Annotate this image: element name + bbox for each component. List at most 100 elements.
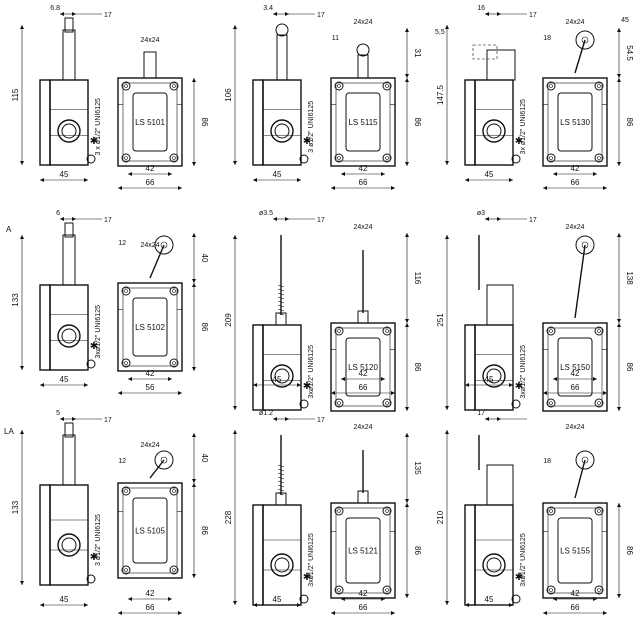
fixing-screw xyxy=(86,154,96,164)
square-24-label: 24x24 xyxy=(140,442,159,449)
screw-head xyxy=(124,289,128,293)
fixing-screw xyxy=(299,154,309,164)
actuator-height-label: 31 xyxy=(413,49,422,58)
cable-gland-inner xyxy=(274,368,290,384)
body-height-label: 86 xyxy=(625,546,634,555)
plunger-actuator xyxy=(62,29,76,81)
width-45-label: 45 xyxy=(60,595,69,604)
asterisk: ✱ xyxy=(303,381,311,392)
roller-hub xyxy=(581,36,589,44)
corner-screw xyxy=(121,153,131,163)
actuator-height-label: 135 xyxy=(413,461,422,475)
corner-screw xyxy=(594,398,604,408)
corner-screw xyxy=(382,398,392,408)
width-45-label: 45 xyxy=(273,595,282,604)
cable-gland-inner xyxy=(486,368,502,384)
width-66-label: 66 xyxy=(359,178,368,187)
corner-screw xyxy=(594,153,604,163)
corner-screw xyxy=(546,398,556,408)
actuator-height-label: 54.5 xyxy=(625,45,634,61)
width-66-label: 56 xyxy=(146,383,155,392)
cable-gland-inner xyxy=(61,537,77,553)
side-body xyxy=(474,79,514,166)
overall-height-label: 106 xyxy=(224,88,233,102)
overall-height-label: 209 xyxy=(224,313,233,327)
square-24-label: 24x24 xyxy=(353,19,372,26)
corner-screw xyxy=(169,565,179,575)
label-plate xyxy=(557,517,593,584)
screw-head xyxy=(385,401,389,405)
width-66-label: 66 xyxy=(571,603,580,612)
corner-screw xyxy=(382,153,392,163)
plunger-actuator xyxy=(276,34,288,81)
front-roller xyxy=(575,450,595,470)
square-24-label: 24x24 xyxy=(565,424,584,431)
roller-hub xyxy=(581,456,589,464)
corner-screw xyxy=(121,565,131,575)
dimension-arrow xyxy=(60,217,76,221)
screw-head xyxy=(549,329,553,333)
side-rib xyxy=(39,79,51,166)
corner-screw xyxy=(169,153,179,163)
label-plate xyxy=(345,92,381,152)
corner-mark-a: A xyxy=(6,225,12,234)
offset-55-label: 5,5 xyxy=(435,29,445,36)
side-body xyxy=(262,504,302,606)
corner-screw xyxy=(546,81,556,91)
thread-callout-label: 3 x ø1/2" UNI6125 xyxy=(95,98,102,155)
corner-screw xyxy=(334,585,344,595)
dimension-arrow xyxy=(60,417,76,421)
dimension-arrow xyxy=(273,217,289,221)
model-number-label: LS 5150 xyxy=(560,363,590,372)
corner-screw xyxy=(121,286,131,296)
cable-gland-inner xyxy=(274,123,290,139)
fixing-screw xyxy=(86,359,96,369)
front-lever xyxy=(149,459,165,479)
corner-screw xyxy=(169,358,179,368)
roller-actuator xyxy=(275,23,289,37)
actuator-width-label: ø1.2 xyxy=(259,410,273,417)
actuator-width-label: ø3 xyxy=(477,210,485,217)
cable-gland xyxy=(482,553,506,577)
screw-head xyxy=(385,588,389,592)
width-42-label: 42 xyxy=(146,589,155,598)
width-66-label: 66 xyxy=(359,383,368,392)
fixing-screw xyxy=(511,154,521,164)
corner-screw xyxy=(382,506,392,516)
asterisk: ✱ xyxy=(515,136,523,147)
thread-callout-label: 3 ø1/2" UNI6125 xyxy=(308,101,315,153)
fixing-screw xyxy=(299,399,309,409)
side-rib xyxy=(252,324,264,411)
spring-coil xyxy=(277,284,285,288)
width-66-label: 66 xyxy=(571,178,580,187)
width-42-label: 42 xyxy=(146,164,155,173)
dimension-arrow xyxy=(485,217,501,221)
actuator-width-label: 16 xyxy=(477,5,485,12)
label-plate xyxy=(557,92,593,152)
side-body xyxy=(474,324,514,411)
square-24-label: 24x24 xyxy=(565,19,584,26)
overall-height-label: 115 xyxy=(11,88,20,101)
corner-screw xyxy=(169,486,179,496)
spring-coil xyxy=(277,472,285,476)
front-plunger xyxy=(143,51,157,79)
rod-base xyxy=(275,492,287,506)
body-height-label: 86 xyxy=(200,526,209,535)
offset-17-label: 17 xyxy=(104,217,112,224)
label-plate xyxy=(345,337,381,397)
screw-head xyxy=(385,84,389,88)
front-flange xyxy=(122,82,178,162)
roller-diameter-label: 12 xyxy=(118,240,126,247)
spring-coil xyxy=(277,488,285,492)
label-plate xyxy=(132,92,168,152)
thread-callout-label: 3xø1/2" UNI6125 xyxy=(520,345,527,399)
body-height-label: 86 xyxy=(625,118,634,127)
body-height-label: 86 xyxy=(200,323,209,332)
fixing-screw xyxy=(86,574,96,584)
front-lever xyxy=(149,244,165,279)
thread-callout-label: 3xø1/2" UNI6125 xyxy=(520,533,527,587)
spring-coil xyxy=(277,308,285,312)
corner-screw xyxy=(594,506,604,516)
spring-coil xyxy=(277,292,285,296)
